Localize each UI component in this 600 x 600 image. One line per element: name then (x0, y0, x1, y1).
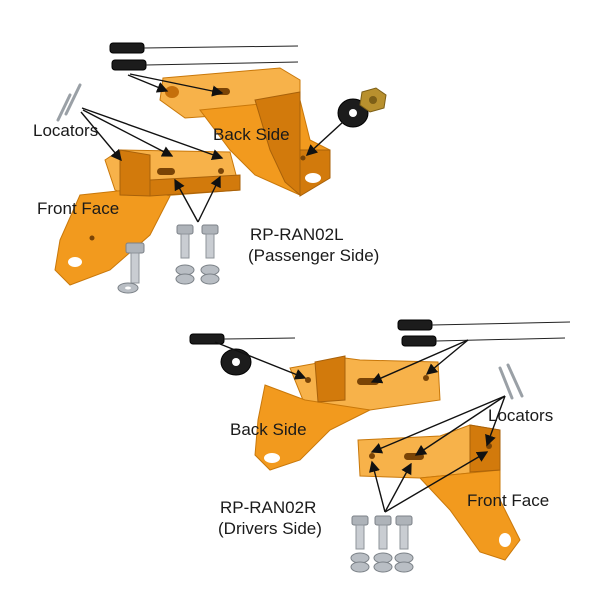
bottom-locators-label: Locators (488, 406, 554, 425)
top-arrows (80, 73, 344, 223)
top-grommets (109, 42, 299, 71)
top-side-label: (Passenger Side) (248, 246, 380, 265)
bottom-arrows (214, 339, 506, 513)
bottom-front-face-label: Front Face (467, 491, 550, 510)
top-rubber-washer-and-nut (337, 87, 387, 128)
bottom-kit (189, 319, 571, 573)
top-locator-pins (56, 83, 82, 122)
bottom-locator-pins (498, 363, 524, 400)
bottom-bolts (350, 515, 414, 573)
bottom-grommets (189, 319, 571, 347)
bottom-back-bracket (254, 355, 441, 471)
top-kit (54, 42, 387, 294)
bottom-part-number: RP-RAN02R (220, 498, 317, 517)
top-part-number: RP-RAN02L (250, 225, 344, 244)
top-locators-label: Locators (33, 121, 99, 140)
top-front-face-label: Front Face (37, 199, 120, 218)
bottom-side-label: (Drivers Side) (218, 519, 322, 538)
top-bolts (117, 224, 220, 294)
bottom-back-side-label: Back Side (230, 420, 307, 439)
top-back-side-label: Back Side (213, 125, 290, 144)
bottom-rubber-washer (220, 348, 252, 376)
